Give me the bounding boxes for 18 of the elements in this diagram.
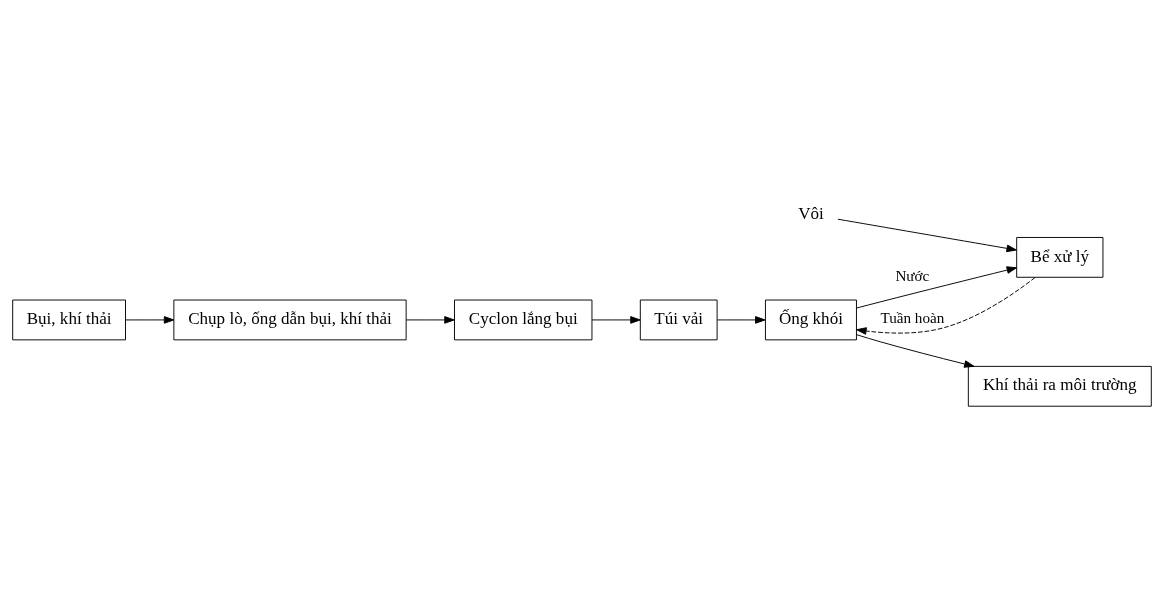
- node-box: Ống khói: [764, 299, 857, 340]
- arrow: [591, 315, 641, 324]
- node-text: Vôi: [798, 203, 824, 223]
- arrow: [405, 315, 455, 324]
- node-box: Khí thải ra môi trường: [967, 365, 1152, 407]
- node-box: Chụp lò, ống dẫn bụi, khí thải: [173, 299, 407, 340]
- node-box: Cyclon lắng bụi: [454, 299, 593, 340]
- edge-label: Nước: [895, 266, 930, 284]
- arrow: [125, 315, 175, 324]
- edge-label: Tuần hoàn: [880, 308, 945, 326]
- node-box: Bụi, khí thải: [12, 299, 126, 340]
- arrow: [837, 218, 1017, 252]
- arrow: [856, 265, 1018, 308]
- arrow: [856, 333, 975, 368]
- arrow: [856, 276, 1036, 335]
- node-box: Bể xử lý: [1016, 236, 1104, 278]
- arrow: [716, 315, 766, 324]
- node-box: Túi vải: [639, 299, 718, 340]
